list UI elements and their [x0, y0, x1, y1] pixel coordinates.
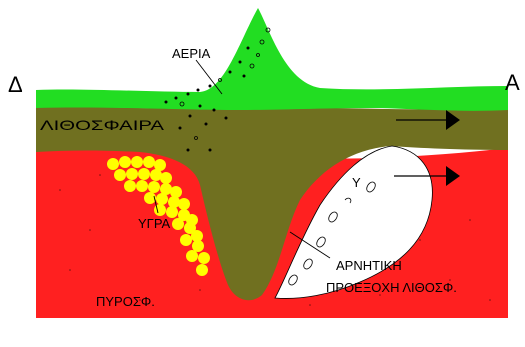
cavity-upsilon-label: Υ — [352, 175, 361, 190]
left-edge-mark: Δ — [8, 72, 23, 97]
gases-label: ΑΕΡΙΑ — [172, 46, 211, 61]
liquids-label: ΥΓΡΑ — [138, 216, 171, 231]
negative-protrusion-label-line2: ΠΡΟΕΞΟΧΗ ΛΙΘΟΣΦ. — [326, 280, 457, 295]
right-edge-mark: Α — [505, 70, 520, 95]
crust-and-mountain — [36, 8, 508, 111]
pyrosphere-label: ΠΥΡΟΣΦ. — [96, 294, 155, 309]
negative-protrusion-label-line1: ΑΡΝΗΤΙΚΗ — [336, 258, 402, 273]
lithosphere-label: ΛΙΘΟΣΦΑΙΡΑ — [40, 117, 165, 133]
